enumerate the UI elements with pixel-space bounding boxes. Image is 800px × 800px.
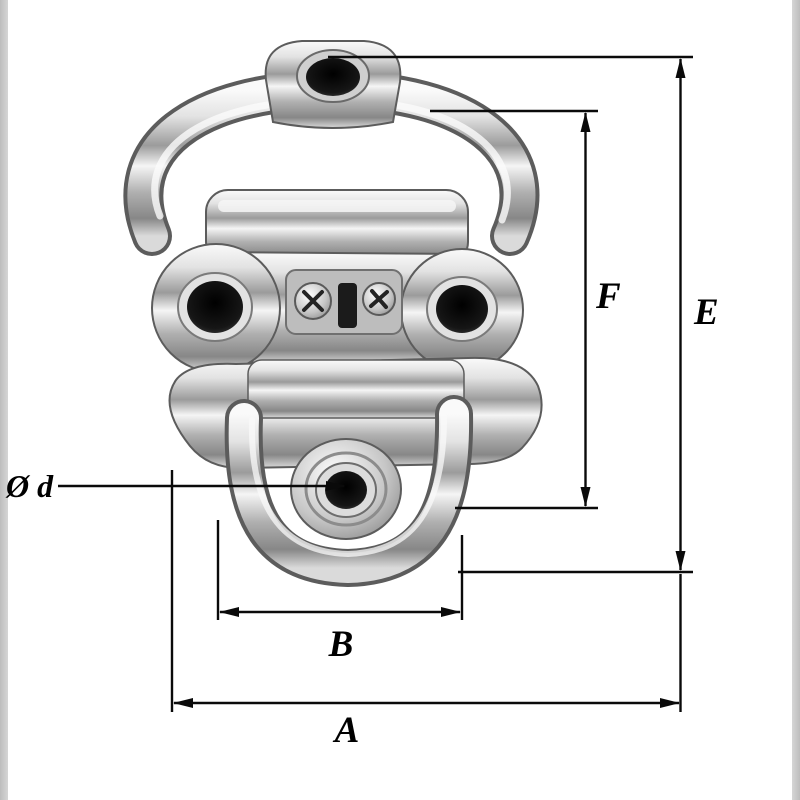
mounting-plate — [151, 243, 524, 373]
hinge-barrel — [205, 189, 469, 265]
left-edge-bar — [0, 0, 8, 800]
dimension-a-group: A — [170, 470, 682, 751]
dimension-label-e: E — [693, 292, 719, 333]
arrow-down-icon — [675, 551, 686, 571]
dimension-f-group: F — [430, 109, 621, 510]
lower-d-ring — [224, 395, 474, 588]
arrow-up-icon — [580, 112, 591, 132]
arrow-left-icon — [219, 607, 239, 617]
right-bolt-hole — [426, 276, 498, 342]
right-screw — [362, 282, 396, 316]
arrow-left-icon — [173, 698, 193, 708]
arrow-down-icon — [580, 487, 591, 507]
pad-eye-illustration — [123, 40, 543, 588]
dimension-annotations: E F B — [5, 55, 719, 751]
dimension-e-group: E — [328, 55, 719, 574]
arrow-right-icon — [441, 607, 461, 617]
arrow-right-icon — [660, 698, 680, 708]
center-boss — [290, 438, 402, 540]
top-hinge-eye — [264, 40, 402, 129]
right-edge-bar — [792, 0, 800, 800]
center-slot — [338, 283, 357, 328]
arrow-right-icon — [326, 481, 346, 491]
dimension-diameter-group: Ø d — [5, 468, 346, 504]
dimension-label-a: A — [333, 710, 360, 751]
center-bolt-hole — [325, 471, 367, 509]
arrow-up-icon — [675, 58, 686, 78]
left-bolt-hole — [177, 272, 253, 342]
dimension-label-diameter: Ø d — [5, 468, 54, 504]
dimension-b-group: B — [216, 520, 464, 665]
dimension-label-b: B — [328, 624, 354, 665]
dimension-label-f: F — [595, 276, 621, 317]
left-screw — [294, 282, 332, 320]
